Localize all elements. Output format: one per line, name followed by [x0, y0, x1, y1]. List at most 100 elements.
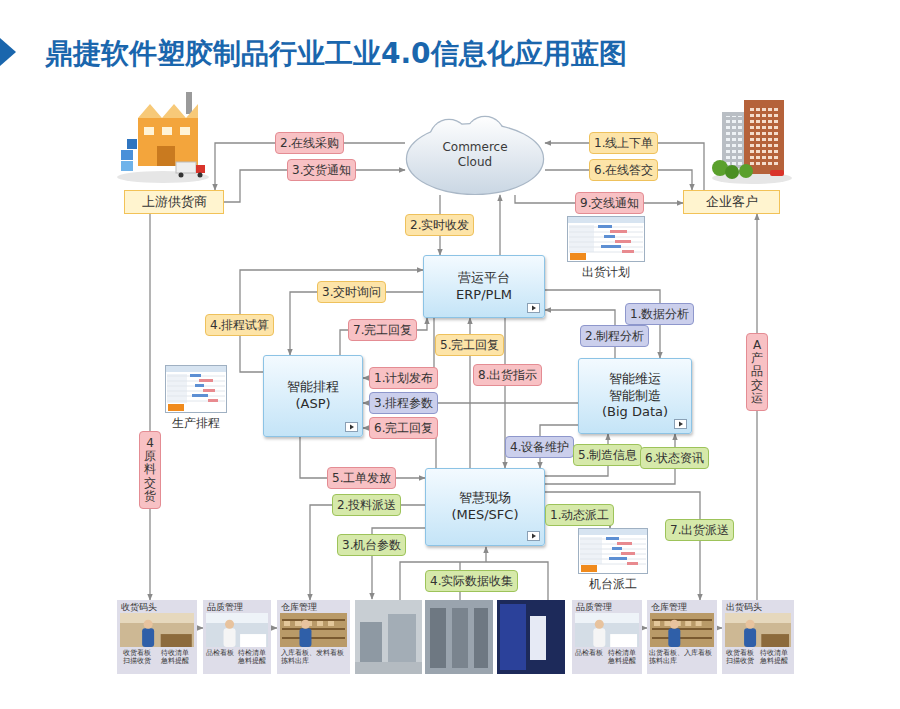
factory-window	[144, 127, 154, 135]
text-wrap: 智能维运 智能制造 (Big Data)	[599, 371, 671, 422]
node-label: 企业客户	[706, 193, 758, 211]
partner-box: 企业客户	[683, 190, 780, 214]
shelf	[652, 637, 712, 639]
truck-wheel	[179, 173, 184, 178]
text-wrap: 上游供货商	[142, 193, 207, 211]
shelf	[282, 628, 345, 630]
play-triangle	[350, 425, 354, 430]
gantt-bar	[208, 399, 218, 402]
play-icon	[674, 419, 687, 429]
person-head	[670, 620, 679, 629]
edge-label: 6.状态资讯	[640, 447, 709, 469]
panel-photo	[725, 613, 791, 647]
shelf-box	[284, 621, 290, 626]
truck-cab	[196, 165, 205, 173]
person-head	[144, 620, 153, 629]
screenshot-node: 出货计划	[567, 216, 645, 280]
screen-tag	[168, 404, 184, 411]
gantt-bar	[203, 389, 215, 392]
node-label: 智能排程 (ASP)	[276, 379, 350, 413]
edge-group	[150, 143, 757, 628]
panel-caption: 收货看板 扫描收货	[726, 649, 757, 666]
rack	[452, 608, 468, 668]
play-icon	[527, 303, 540, 313]
edge-label: 6.完工回复	[369, 417, 438, 439]
factory-wall	[138, 118, 198, 166]
crate	[121, 150, 133, 160]
screen-tag	[570, 253, 586, 260]
screen-tag	[581, 565, 597, 572]
text-wrap: 营运平台 ERP/PLM	[447, 270, 521, 304]
screen-grid	[167, 391, 225, 392]
process-panel: 品质管理品检看板待检清单 急料提醒	[572, 600, 642, 674]
system-box: 营运平台 ERP/PLM	[423, 255, 545, 318]
callout-label: 3.机台参数	[337, 534, 406, 556]
office-block	[744, 100, 784, 174]
process-panel: 品质管理品检看板待检清单 急料提醒	[203, 600, 271, 674]
person-body	[593, 628, 605, 647]
factory-window	[180, 127, 190, 135]
truck-wheel	[198, 173, 203, 178]
person-body	[142, 628, 154, 647]
panel-heading: 仓库管理	[281, 602, 317, 613]
screenshot	[165, 365, 227, 413]
screenshot-node: 机台派工	[578, 528, 648, 592]
panel-heading: 品质管理	[576, 602, 612, 613]
gantt-bar	[199, 379, 213, 382]
factory-roof	[138, 104, 198, 118]
gantt-bar	[195, 384, 204, 387]
connector-arrow	[499, 195, 500, 255]
screen-frame	[579, 529, 648, 574]
photo-server	[497, 600, 565, 674]
supplier-factory	[117, 92, 209, 183]
gantt-bar	[617, 542, 632, 545]
caption-row: 入库看板、发料看板 拣料出库	[279, 649, 348, 666]
gantt-bar	[612, 547, 622, 550]
play-frame	[528, 304, 540, 313]
connector-arrow	[149, 214, 150, 600]
process-panel: 出货码头收货看板 扫描收货待收清单 急料提醒	[722, 600, 794, 674]
edge-label: 1.动态派工	[545, 504, 614, 526]
shelf-box	[328, 621, 334, 626]
node-label: 智能维运 智能制造 (Big Data)	[599, 371, 671, 422]
panel-caption: 品检看板	[206, 649, 237, 666]
edge-label: 5.完工回复	[435, 334, 504, 356]
panel-photo	[650, 613, 714, 647]
node-label: 智慧现场 (MES/SFC)	[448, 490, 522, 524]
screen-frame	[166, 366, 227, 413]
connector-arrow	[545, 492, 700, 600]
edge-label: 5.工单发放	[327, 467, 396, 489]
data-collect-line	[485, 547, 486, 562]
person-body	[744, 628, 756, 647]
play-triangle	[532, 306, 536, 311]
play-frame	[528, 532, 540, 541]
panel-caption: 品检看板	[575, 649, 606, 666]
office-windows	[748, 105, 780, 167]
shelf-box	[664, 621, 670, 626]
screen-toolbar	[568, 217, 644, 223]
gantt-bar	[627, 562, 638, 565]
gantt-bar	[606, 537, 619, 540]
photo-desk	[240, 634, 266, 647]
shelf	[282, 619, 345, 621]
gantt-bar	[609, 557, 627, 560]
shelf	[652, 628, 712, 630]
person-body	[224, 628, 236, 647]
photo-desk	[761, 634, 789, 647]
process-panel: 收货码头收货看板 扫描收货待收清单 急料提醒	[117, 600, 197, 674]
screen-grid	[167, 381, 225, 382]
process-panel: 仓库管理出货看板、入库看板 拣料出库	[647, 600, 717, 674]
photo-ground	[725, 613, 791, 647]
screenshot-caption: 机台派工	[578, 577, 648, 592]
truck-box	[176, 162, 196, 173]
screen-list	[580, 537, 602, 564]
caption-row: 收货看板 扫描收货待收清单 急料提醒	[119, 649, 195, 666]
panel-photo	[120, 613, 194, 647]
chimney	[186, 92, 192, 114]
play-triangle	[679, 422, 683, 427]
screen-list	[167, 374, 187, 403]
photo-ground	[280, 613, 347, 647]
factory-door	[157, 146, 175, 166]
panel-caption: 待检清单 急料提醒	[238, 649, 269, 666]
photo-ground	[650, 613, 714, 647]
